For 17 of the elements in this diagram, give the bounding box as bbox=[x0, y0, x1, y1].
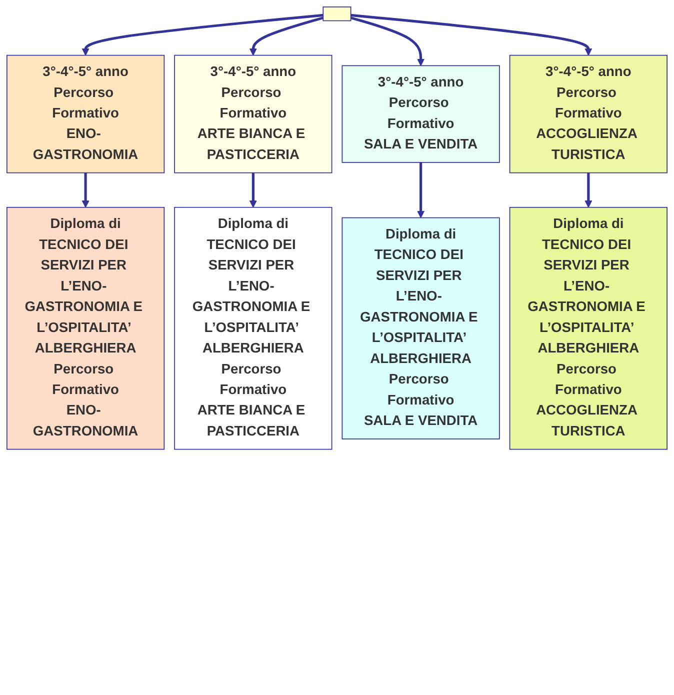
arrow bbox=[417, 162, 425, 218]
node-box: Diploma di TECNICO DEI SERVIZI PER L’ENO- GASTRONOMIA E L’OSPITALITA’ ALBERGHIERA Percorso Formativo ARTE BIANCA E PASTICCERIA bbox=[174, 206, 332, 450]
node-box: 3°-4°-5° anno Percorso Formativo ARTE BIANCA E PASTICCERIA bbox=[174, 54, 332, 174]
node-box: Diploma di TECNICO DEI SERVIZI PER L’ENO- GASTRONOMIA E L’OSPITALITA’ ALBERGHIERA Percorso Formativo SALA E VENDITA bbox=[342, 217, 500, 440]
arrow bbox=[350, 16, 425, 66]
node-box: 3°-4°-5° anno Percorso Formativo ACCOGLIENZA TURISTICA bbox=[509, 54, 668, 174]
node-box bbox=[322, 6, 352, 22]
arrow bbox=[249, 16, 324, 56]
arrow bbox=[350, 14, 592, 56]
node-box: 3°-4°-5° anno Percorso Formativo ENO- GASTRONOMIA bbox=[6, 54, 165, 174]
node-box: Diploma di TECNICO DEI SERVIZI PER L’ENO- GASTRONOMIA E L’OSPITALITA’ ALBERGHIERA Percorso Formativo ACCOGLIENZA TURISTICA bbox=[509, 206, 668, 450]
node-box: Diploma di TECNICO DEI SERVIZI PER L’ENO- GASTRONOMIA E L’OSPITALITA’ ALBERGHIERA Percorso Formativo ENO- GASTRONOMIA bbox=[6, 206, 165, 450]
arrow bbox=[82, 14, 324, 56]
arrow bbox=[249, 172, 257, 208]
node-box: 3°-4°-5° anno Percorso Formativo SALA E VENDITA bbox=[342, 65, 500, 163]
arrow bbox=[82, 172, 90, 208]
arrow bbox=[584, 172, 592, 208]
